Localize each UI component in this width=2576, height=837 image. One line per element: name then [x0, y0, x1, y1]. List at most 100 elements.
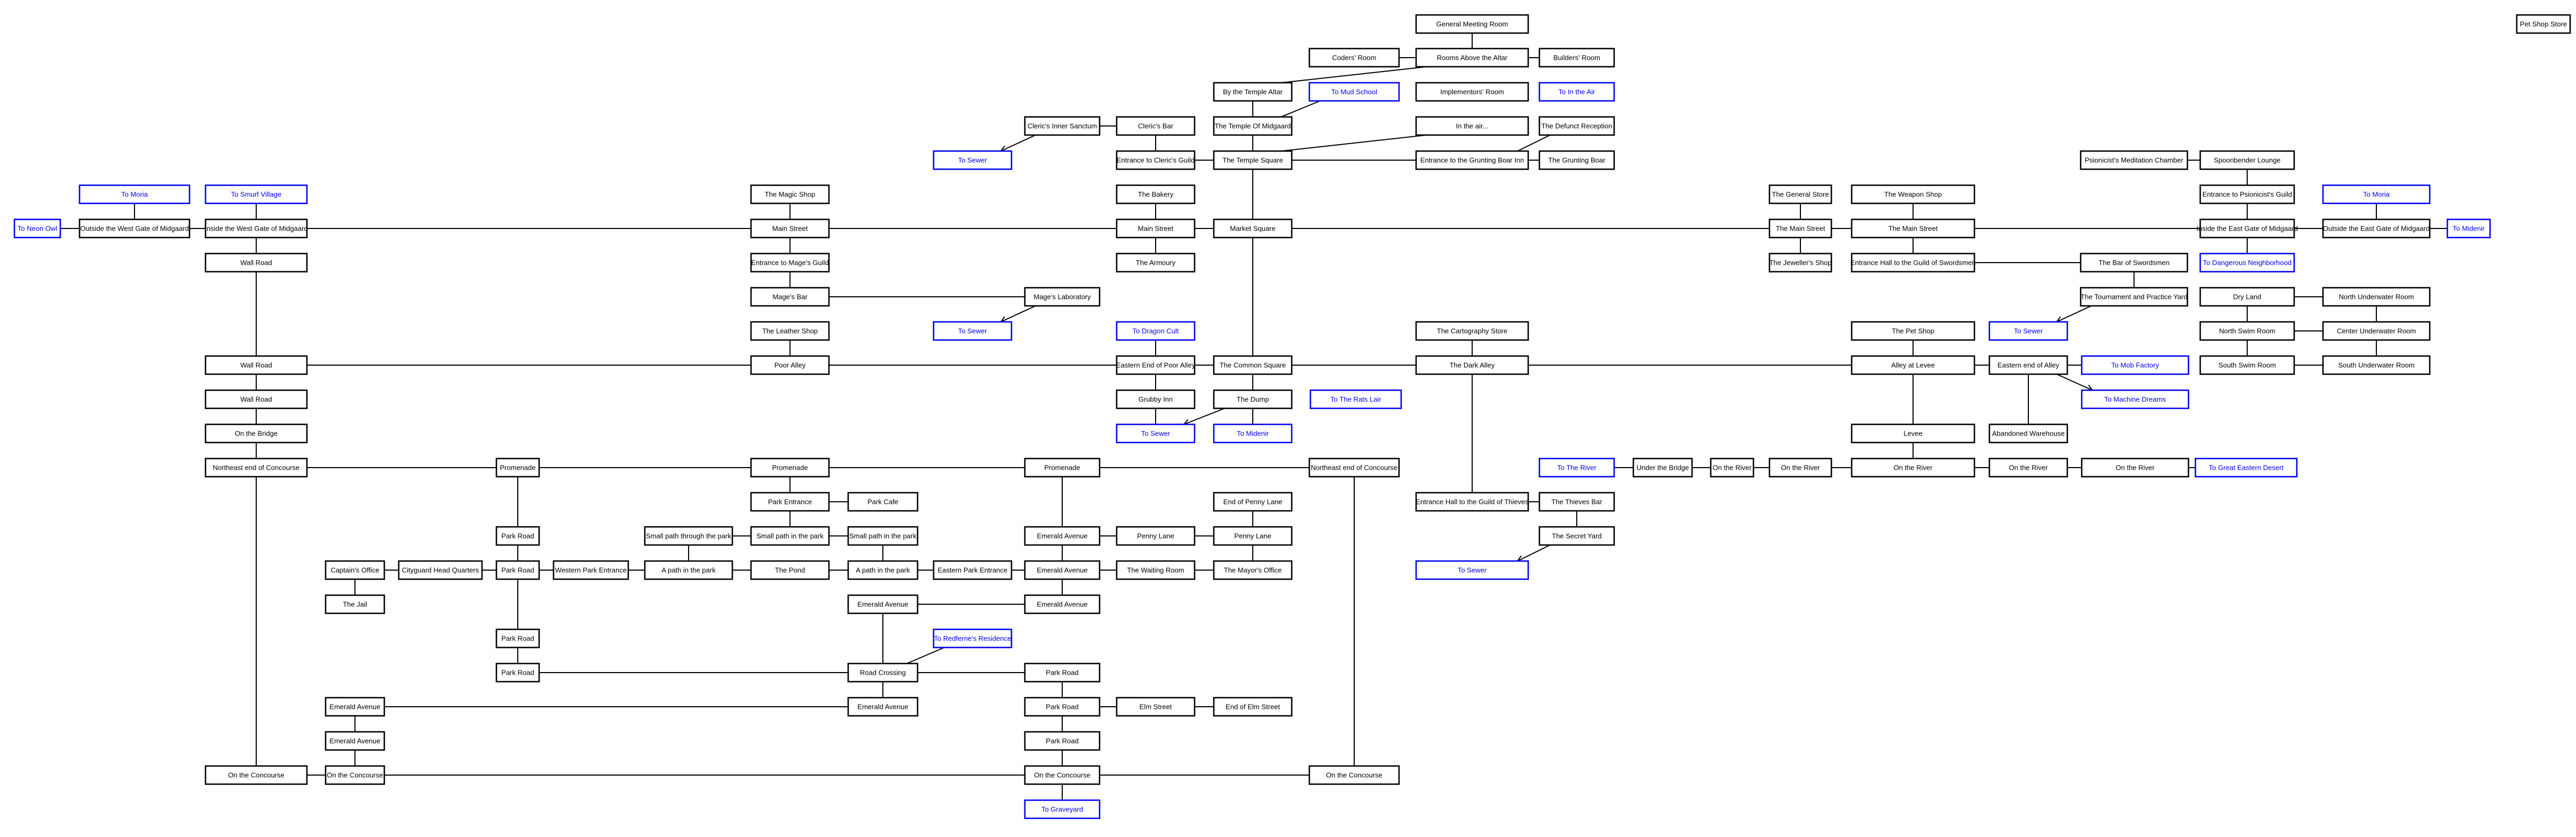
- room-box: [933, 560, 1013, 580]
- room-label: To Sewer: [2014, 327, 2043, 335]
- connection-arrow-line: [1000, 135, 1036, 152]
- map-room: Promenade: [1024, 457, 1101, 478]
- map-room: Grubby Inn: [1116, 389, 1196, 409]
- room-label: Park Road: [501, 635, 534, 643]
- room-box: [2322, 321, 2431, 341]
- map-room: The Common Square: [1213, 355, 1293, 375]
- map-exit-link[interactable]: To Dragon Cult: [1116, 321, 1196, 341]
- map-room: Park Road: [495, 526, 540, 546]
- map-room: The Defunct Reception: [1538, 116, 1615, 136]
- map-room: On the Concourse: [204, 765, 308, 785]
- room-box: [1538, 48, 1615, 68]
- map-exit-link[interactable]: To Mob Factory: [2081, 355, 2190, 375]
- map-room: Levee: [1851, 423, 1976, 444]
- map-room: Northeast end of Concourse: [204, 457, 308, 478]
- room-box: [1851, 184, 1976, 204]
- room-box: [78, 184, 191, 204]
- room-box: [1024, 731, 1101, 751]
- room-box: [750, 560, 830, 580]
- room-box: [1415, 48, 1529, 68]
- map-exit-link[interactable]: To Sewer: [933, 321, 1013, 341]
- room-box: [325, 697, 385, 717]
- map-room: The Tournament and Practice Yard: [2080, 287, 2188, 307]
- map-exit-link[interactable]: To Sewer: [933, 150, 1013, 170]
- room-box: [644, 560, 733, 580]
- room-label: The Cartography Store: [1437, 327, 1507, 335]
- room-box: [1415, 321, 1529, 341]
- room-label: Small path in the park: [849, 532, 916, 540]
- map-room: The Magic Shop: [750, 184, 830, 204]
- room-box: [1116, 252, 1196, 273]
- room-box: [750, 218, 830, 239]
- room-label: Rooms Above the Altar: [1437, 54, 1508, 62]
- map-exit-link[interactable]: To Great Eastern Desert: [2194, 457, 2298, 478]
- room-label: The Temple Of Midgaard: [1215, 122, 1291, 130]
- room-box: [1538, 492, 1615, 512]
- room-label: To Sewer: [1458, 566, 1487, 574]
- room-label: Mage's Laboratory: [1033, 293, 1091, 301]
- room-box: [1851, 218, 1976, 239]
- room-label: Eastern Park Entrance: [938, 566, 1008, 574]
- map-room: Pet Shop Store: [2516, 14, 2571, 34]
- room-box: [204, 423, 308, 444]
- room-label: Park Entrance: [768, 498, 812, 506]
- map-exit-link[interactable]: To Moria: [78, 184, 191, 204]
- room-label: To Midenir: [2453, 225, 2485, 233]
- room-box: [1308, 457, 1400, 478]
- map-exit-link[interactable]: To Sewer: [1415, 560, 1529, 580]
- map-exit-link[interactable]: To The Rats Lair: [1309, 389, 1402, 409]
- room-box: [750, 287, 830, 307]
- room-label: Western Park Entrance: [555, 566, 627, 574]
- room-label: Market Square: [1230, 225, 1275, 233]
- room-box: [1024, 526, 1101, 546]
- room-box: [1024, 560, 1101, 580]
- map-exit-link[interactable]: To In the Air: [1538, 82, 1615, 102]
- room-box: [1116, 184, 1196, 204]
- room-box: [1988, 321, 2068, 341]
- map-exit-link[interactable]: To The River: [1538, 457, 1615, 478]
- room-label: To Smurf Village: [231, 191, 281, 199]
- room-box: [847, 492, 919, 512]
- map-exit-link[interactable]: To Redferne's Residence: [933, 628, 1013, 649]
- map-connections: [60, 33, 2447, 800]
- room-box: [847, 526, 919, 546]
- map-exit-link[interactable]: To Sewer: [1116, 423, 1196, 444]
- map-exit-link[interactable]: To Smurf Village: [204, 184, 308, 204]
- map-room: The Temple Square: [1213, 150, 1293, 170]
- room-label: Promenade: [772, 464, 808, 472]
- room-box: [1415, 492, 1529, 512]
- room-box: [1213, 423, 1293, 444]
- map-room: By the Temple Altar: [1213, 82, 1293, 102]
- map-exit-link[interactable]: To Midenir: [1213, 423, 1293, 444]
- room-label: Park Road: [501, 566, 534, 574]
- room-label: The Magic Shop: [765, 191, 816, 199]
- room-label: Wall Road: [240, 396, 272, 404]
- map-room: The Weapon Shop: [1851, 184, 1976, 204]
- map-room: The Jeweller's Shop: [1768, 252, 1832, 273]
- room-label: Implementors' Room: [1440, 88, 1504, 96]
- map-exit-link[interactable]: To Moria: [2322, 184, 2431, 204]
- connection-line: [1281, 135, 1427, 152]
- map-exit-link[interactable]: To Dangerous Neighborhood: [2199, 252, 2295, 273]
- map-room: Road Crossing: [847, 662, 919, 683]
- room-label: The Common Square: [1220, 361, 1286, 369]
- map-room: Poor Alley: [750, 355, 830, 375]
- room-box: [933, 628, 1013, 649]
- room-box: [1851, 457, 1976, 478]
- map-exit-link[interactable]: To Mud School: [1308, 82, 1400, 102]
- map-room: On the River: [2081, 457, 2190, 478]
- room-label: The Pond: [775, 566, 805, 574]
- map-room: The Bakery: [1116, 184, 1196, 204]
- room-box: [2199, 252, 2295, 273]
- map-room: Small path in the park: [847, 526, 919, 546]
- map-exit-link[interactable]: To Neon Owl: [13, 218, 61, 239]
- map-exit-link[interactable]: To Machine Dreams: [2081, 389, 2190, 409]
- connection-arrow-line: [2056, 374, 2093, 391]
- room-label: On the River: [1713, 464, 1752, 472]
- map-exit-link[interactable]: To Graveyard: [1024, 799, 1101, 819]
- map-exit-link[interactable]: To Midenir: [2446, 218, 2491, 239]
- map-exit-link[interactable]: To Sewer: [1988, 321, 2068, 341]
- room-label: Entrance to Cleric's Guild: [1117, 156, 1195, 164]
- map-room: Entrance to Psionicist's Guild: [2199, 184, 2295, 204]
- map-room: Builders' Room: [1538, 48, 1615, 68]
